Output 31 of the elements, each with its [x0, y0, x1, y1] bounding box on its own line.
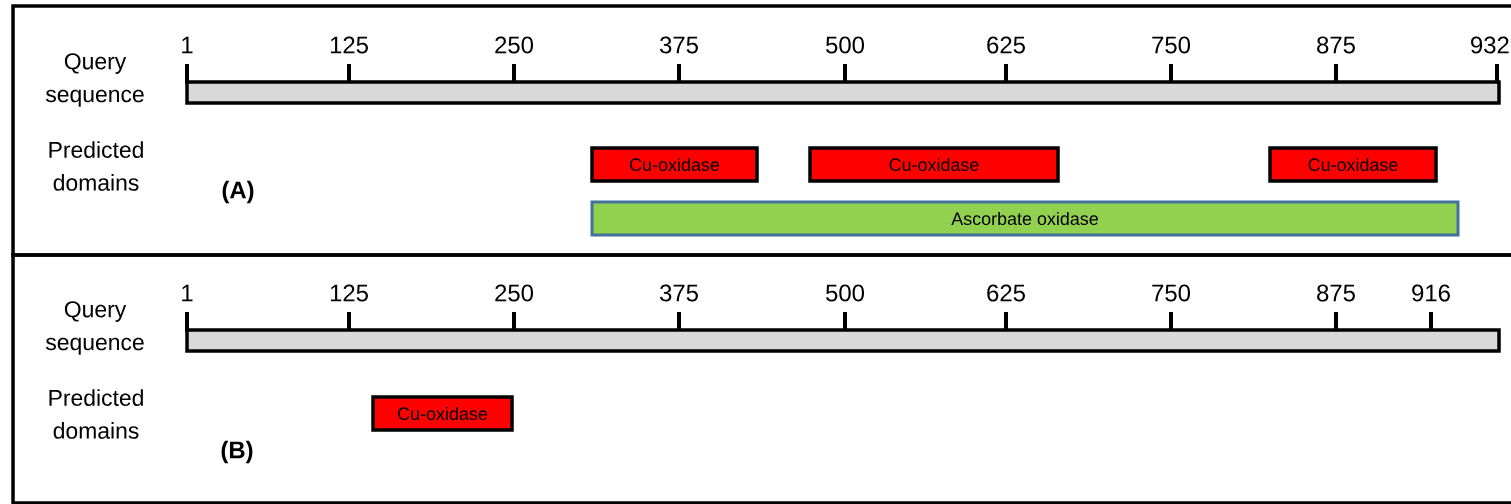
tick-label: 500	[826, 284, 864, 302]
panel-label: (B)	[221, 440, 253, 464]
row-label: Query sequence	[45, 53, 144, 107]
tick-label: 916	[1412, 284, 1450, 302]
tick-label: 932	[1471, 36, 1509, 54]
row-label: Predicted domains	[49, 389, 143, 439]
tick-label: 625	[987, 36, 1025, 54]
tick-label: 625	[987, 284, 1025, 302]
sequence-bar	[185, 328, 1501, 353]
tick-label: 375	[659, 284, 698, 302]
row-label: Predicted domains	[49, 141, 143, 191]
domain-box: Cu-oxidase	[808, 146, 1060, 183]
panel-label: (A)	[222, 180, 254, 204]
domain-box: Cu-oxidase	[1268, 146, 1438, 183]
domain-box: Ascorbate oxidase	[590, 200, 1460, 237]
tick-label: 1	[182, 36, 193, 54]
tick-label: 125	[330, 36, 368, 54]
sequence-bar	[185, 80, 1501, 105]
tick-label: 1	[182, 284, 193, 302]
tick-label: 375	[659, 36, 698, 54]
domain-box: Cu-oxidase	[371, 395, 514, 432]
row-label: Query sequence	[45, 301, 144, 355]
tick-label: 250	[495, 36, 533, 54]
tick-label: 750	[1152, 284, 1190, 302]
tick-label: 875	[1317, 284, 1355, 302]
tick-label: 875	[1317, 36, 1355, 54]
tick-label: 250	[495, 284, 533, 302]
tick-label: 750	[1152, 36, 1190, 54]
tick-label: 500	[826, 36, 864, 54]
tick-label: 125	[330, 284, 368, 302]
domain-box: Cu-oxidase	[590, 146, 759, 183]
